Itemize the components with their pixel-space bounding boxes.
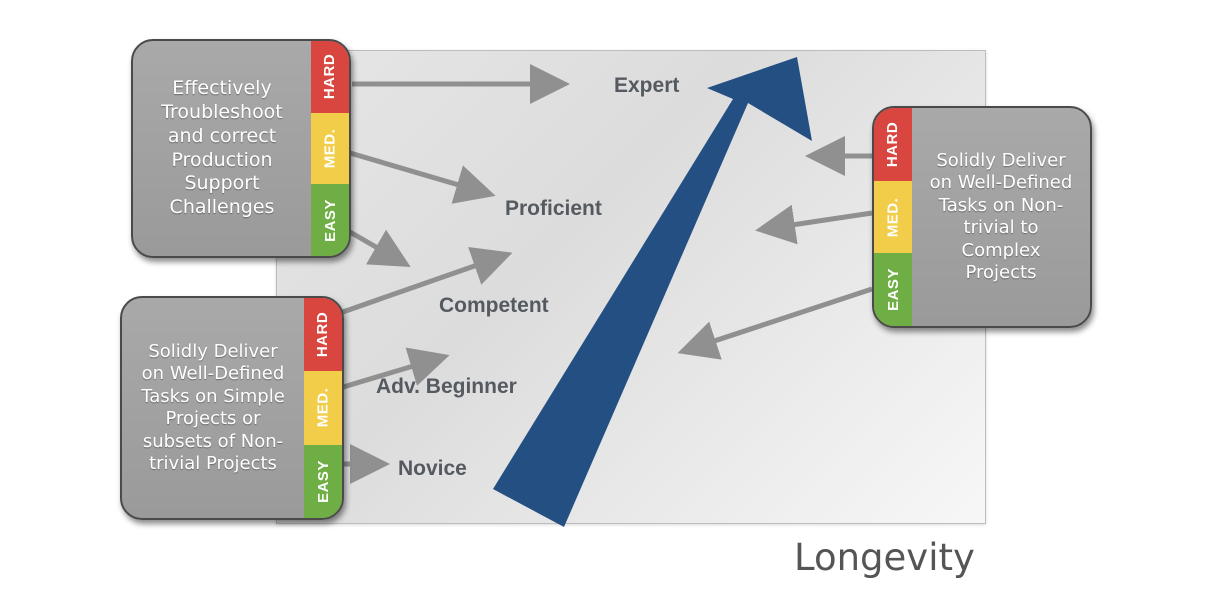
level-proficient: Proficient	[505, 197, 602, 220]
card-line: trivial to	[963, 217, 1039, 238]
hard-label: HARD	[314, 311, 332, 358]
easy-bar: EASY	[874, 253, 912, 326]
arrow-med-to-competent	[339, 347, 450, 391]
card-line: trivial Projects	[149, 453, 277, 474]
card-troubleshoot-text: Effectively Troubleshoot and correct Pro…	[133, 41, 311, 256]
arrow-right-med	[755, 204, 873, 245]
card-line: Solidly Deliver	[936, 149, 1066, 171]
med-label: MED.	[884, 197, 902, 237]
card-line: Support	[184, 172, 260, 195]
med-bar: MED.	[311, 112, 349, 185]
card-line: Production	[171, 148, 273, 171]
hard-bar: HARD	[311, 41, 349, 113]
med-bar: MED.	[874, 180, 912, 254]
arrow-easy-to-competent	[348, 229, 411, 267]
card-complex-projects: HARD MED. EASY Solidly Deliver on Well-D…	[872, 106, 1092, 328]
level-novice: Novice	[398, 457, 467, 480]
progression-arrow	[493, 57, 812, 527]
hard-label: HARD	[321, 54, 339, 100]
card-line: Projects or	[165, 408, 261, 429]
card-line: on Well-Defined	[141, 363, 285, 384]
card-line: Complex	[961, 239, 1041, 261]
easy-label: EASY	[884, 268, 902, 312]
card-simple-projects-text: Solidly Deliver on Well-Defined Tasks on…	[122, 298, 304, 518]
hard-bar: HARD	[874, 108, 912, 181]
level-adv-beginner: Adv. Beginner	[376, 375, 517, 398]
card-line: Effectively	[172, 77, 272, 100]
card-complex-projects-text: Solidly Deliver on Well-Defined Tasks on…	[912, 108, 1090, 326]
arrow-right-easy	[677, 286, 873, 360]
card-troubleshoot: Effectively Troubleshoot and correct Pro…	[131, 39, 351, 258]
easy-label: EASY	[314, 459, 332, 503]
card-line: on Well-Defined	[929, 172, 1073, 193]
card-line: Tasks on Non-	[938, 194, 1064, 216]
card-line: Challenges	[169, 196, 275, 218]
easy-bar: EASY	[304, 444, 342, 518]
card-line: and correct	[167, 124, 277, 147]
med-label: MED.	[321, 128, 339, 169]
level-expert: Expert	[614, 74, 680, 97]
card-line: subsets of Non-	[142, 430, 284, 452]
card-simple-projects: Solidly Deliver on Well-Defined Tasks on…	[120, 296, 344, 520]
card-line: Tasks on Simple	[141, 385, 285, 407]
hard-label: HARD	[884, 121, 902, 167]
x-axis-label: Longevity	[794, 536, 975, 579]
difficulty-bars: HARD MED. EASY	[311, 41, 349, 256]
difficulty-bars: HARD MED. EASY	[874, 108, 912, 326]
hard-bar: HARD	[304, 298, 342, 372]
level-competent: Competent	[439, 294, 549, 317]
card-line: Troubleshoot	[161, 101, 283, 123]
arrow-hard-to-proficient	[339, 247, 513, 316]
easy-bar: EASY	[311, 184, 349, 256]
difficulty-bars: HARD MED. EASY	[304, 298, 342, 518]
card-line: Projects	[965, 262, 1037, 283]
med-label: MED.	[314, 388, 332, 428]
card-line: Solidly Deliver	[148, 340, 278, 362]
arrow-med-to-proficient	[349, 150, 496, 204]
easy-label: EASY	[321, 198, 339, 242]
med-bar: MED.	[304, 371, 342, 445]
